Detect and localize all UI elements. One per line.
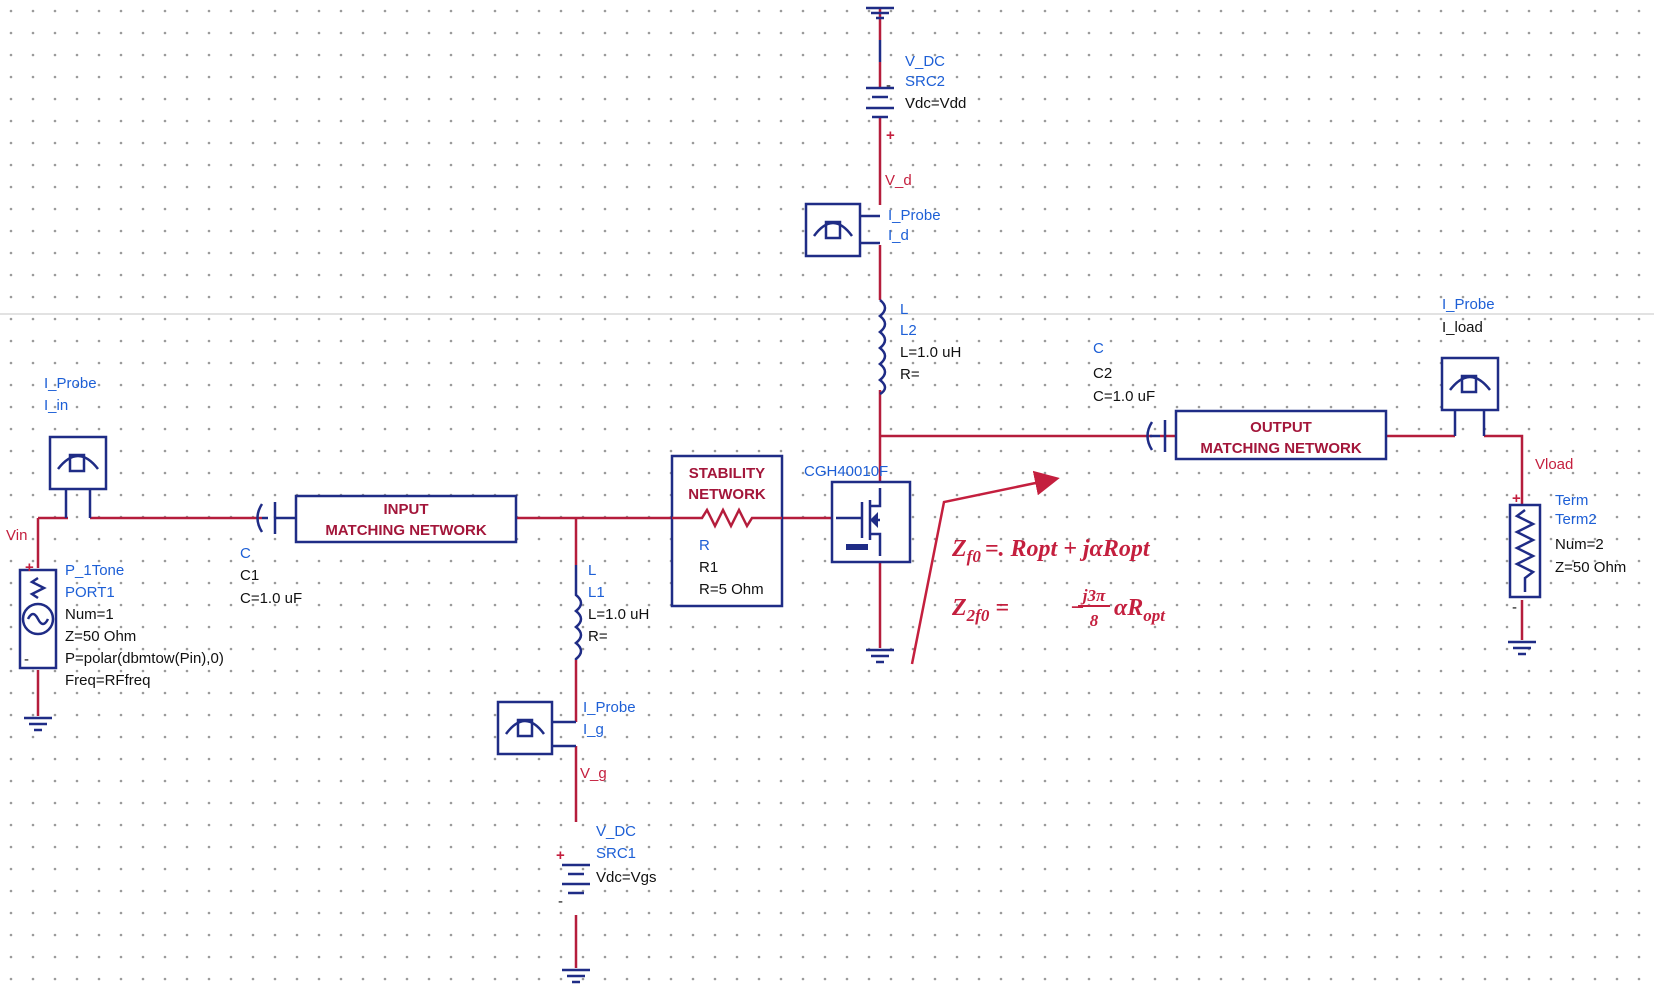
probe-g-type: I_Probe (583, 699, 636, 716)
port-type: P_1Tone (65, 562, 124, 579)
svg-text:-: - (1512, 599, 1517, 616)
node-label-vin: Vin (6, 527, 27, 544)
wires (36, 8, 1524, 968)
probe-d-name: I_d (888, 227, 909, 244)
src2-value: Vdc=Vdd (905, 95, 966, 112)
eq2-minus: − (1070, 595, 1085, 621)
port-power: P=polar(dbmtow(Pin),0) (65, 650, 224, 667)
term-type: Term (1555, 492, 1588, 509)
output-matching-network[interactable]: OUTPUT MATCHING NETWORK (1174, 409, 1388, 461)
r1-name: R1 (699, 559, 718, 576)
inductor-l1[interactable] (574, 565, 583, 660)
src1-type: V_DC (596, 823, 636, 840)
current-probe-iload[interactable] (1440, 356, 1500, 436)
l2-resistance: R= (900, 366, 920, 383)
port-impedance: Z=50 Ohm (65, 628, 136, 645)
stability-block-line1: STABILITY (689, 465, 765, 482)
capacitor-c2[interactable] (1146, 420, 1167, 452)
port-name: PORT1 (65, 584, 115, 601)
ground-symbol (562, 968, 590, 984)
svg-text:+: + (1512, 490, 1521, 507)
dc-source-src1[interactable]: + - (556, 847, 590, 910)
term-impedance: Z=50 Ohm (1555, 559, 1626, 576)
equation-second-harmonic: Z2f0= − j3π 8 αRopt (951, 586, 1166, 630)
c1-name: C1 (240, 567, 259, 584)
power-source-port1[interactable]: + - (18, 559, 58, 670)
equation-fundamental: Zf0=. Ropt + jαRopt (951, 536, 1151, 566)
svg-text:+: + (886, 127, 895, 144)
ground-symbol (866, 648, 894, 664)
output-block-line2: MATCHING NETWORK (1200, 440, 1362, 457)
svg-text:Z2f0=: Z2f0= (951, 595, 1009, 625)
transistor-cgh40010f[interactable] (830, 480, 912, 564)
stability-network[interactable]: STABILITY NETWORK R R1 R=5 Ohm (670, 454, 784, 608)
probe-g-name: I_g (583, 721, 604, 738)
node-label-vload: Vload (1535, 456, 1573, 473)
src1-value: Vdc=Vgs (596, 869, 656, 886)
c2-name: C2 (1093, 365, 1112, 382)
l2-type: L (900, 301, 908, 318)
l1-type: L (588, 562, 596, 579)
c2-type: C (1093, 340, 1104, 357)
stability-block-line2: NETWORK (688, 486, 766, 503)
r1-type: R (699, 537, 710, 554)
svg-text:-: - (24, 651, 29, 668)
transistor-label: CGH40010F (804, 463, 888, 480)
probe-load-type: I_Probe (1442, 296, 1495, 313)
eq2-numerator: j3π (1080, 586, 1106, 605)
dc-source-src2[interactable]: - + (866, 40, 895, 144)
input-matching-network[interactable]: INPUT MATCHING NETWORK (294, 494, 518, 544)
input-block-line1: INPUT (384, 501, 429, 518)
svg-text:+: + (556, 847, 565, 864)
current-probe-ig[interactable] (496, 700, 576, 756)
l1-resistance: R= (588, 628, 608, 645)
src1-name: SRC1 (596, 845, 636, 862)
probe-in-type: I_Probe (44, 375, 97, 392)
ground-symbol (1508, 640, 1536, 656)
term-num: Num=2 (1555, 536, 1604, 553)
svg-text:-: - (558, 893, 563, 910)
svg-text:+: + (25, 559, 34, 576)
output-block-line1: OUTPUT (1250, 419, 1312, 436)
ground-symbol (866, 6, 894, 20)
l1-name: L1 (588, 584, 605, 601)
port-frequency: Freq=RFfreq (65, 672, 150, 689)
port-num: Num=1 (65, 606, 114, 623)
c2-value: C=1.0 uF (1093, 388, 1155, 405)
capacitor-c1[interactable] (256, 502, 297, 534)
ground-symbol (24, 716, 52, 732)
l2-name: L2 (900, 322, 917, 339)
src2-type: V_DC (905, 53, 945, 70)
c1-type: C (240, 545, 251, 562)
annotation-arrow (910, 470, 1060, 665)
svg-text:αRopt: αRopt (1114, 595, 1166, 625)
node-label-vd: V_d (885, 172, 912, 189)
input-block-line2: MATCHING NETWORK (325, 522, 487, 539)
probe-in-name: I_in (44, 397, 68, 414)
eq2-denominator: 8 (1090, 611, 1099, 630)
c1-value: C=1.0 uF (240, 590, 302, 607)
current-probe-iin[interactable] (48, 435, 108, 518)
svg-text:Zf0=. Ropt + jαRopt: Zf0=. Ropt + jαRopt (951, 536, 1151, 566)
term-name: Term2 (1555, 511, 1597, 528)
inductor-l2[interactable] (878, 299, 887, 396)
current-probe-id[interactable] (804, 202, 880, 258)
r1-value: R=5 Ohm (699, 581, 764, 598)
termination-term2[interactable]: + - (1508, 490, 1542, 616)
probe-d-type: I_Probe (888, 207, 941, 224)
l2-value: L=1.0 uH (900, 344, 961, 361)
node-label-vg: V_g (580, 765, 607, 782)
src2-name: SRC2 (905, 73, 945, 90)
probe-load-name: I_load (1442, 319, 1483, 336)
l1-value: L=1.0 uH (588, 606, 649, 623)
svg-text:-: - (886, 77, 891, 94)
